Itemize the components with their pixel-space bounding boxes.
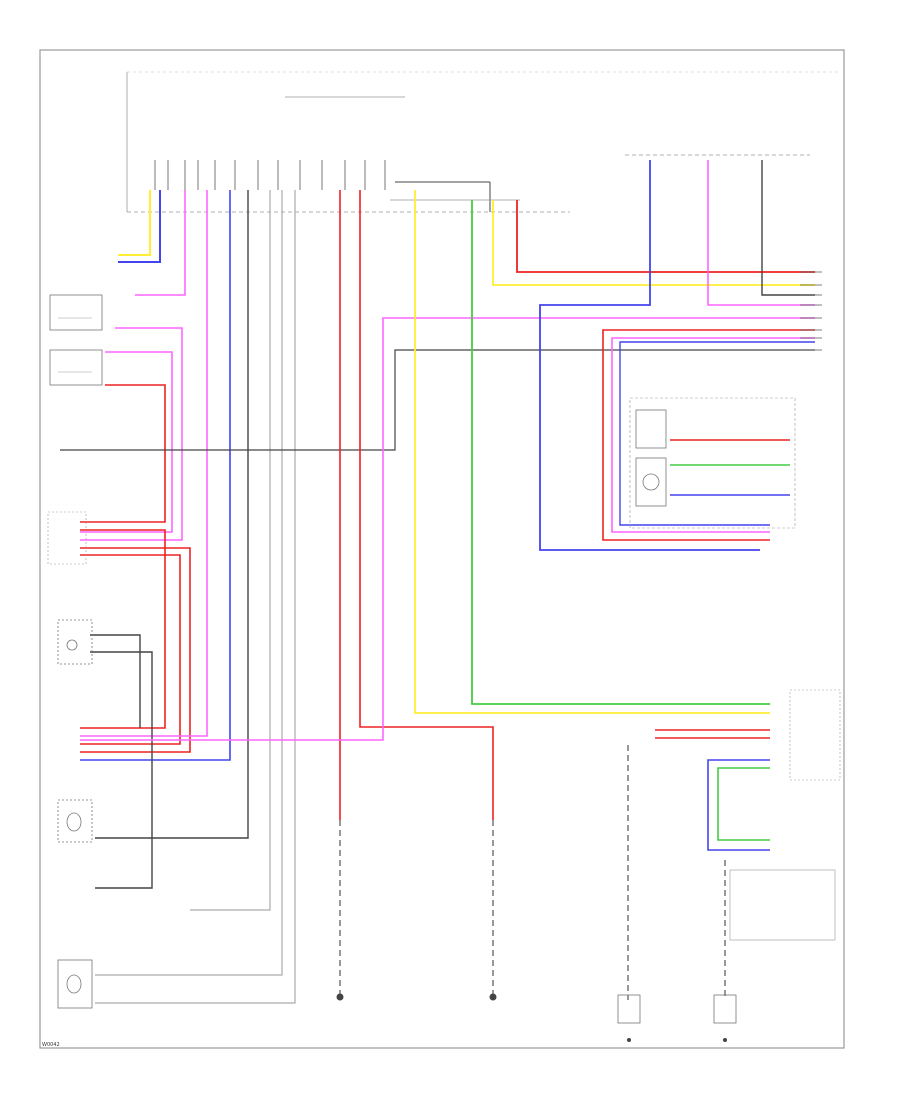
wire-yellow-a	[118, 190, 151, 256]
right-switch-connector	[729, 689, 841, 941]
right-rear-ground	[489, 993, 497, 1001]
wire-gray-a	[190, 190, 271, 911]
wire-green-lower-right	[717, 767, 770, 841]
fuse-block-region	[126, 71, 840, 213]
wire-red-right-unit	[602, 329, 815, 541]
wire-black-horizontal	[60, 349, 815, 451]
wire-blue-right-unit	[619, 341, 815, 526]
wire-blue-trunk	[80, 190, 231, 761]
wire-blue-a	[118, 190, 161, 263]
wire-red-d	[80, 529, 166, 729]
wire-black-c	[90, 651, 153, 889]
right-seat-heater-unit	[629, 397, 796, 529]
wire-pink-b	[80, 327, 183, 541]
driver-seat-heater-unit	[47, 511, 87, 565]
wire-green-long	[471, 200, 770, 705]
wire-gray-b	[95, 190, 283, 976]
lower-switch-b	[713, 994, 737, 1042]
seat-position-switch	[49, 349, 103, 386]
top-pin-stubs	[154, 160, 386, 190]
right-edge-pins	[800, 271, 822, 351]
wire-red-b	[80, 547, 191, 753]
wire-black-a	[95, 190, 249, 839]
rear-seat-connector	[57, 959, 93, 1009]
wire-pink-long	[80, 317, 815, 741]
left-rear-ground	[336, 993, 344, 1001]
wire-yellow-long	[414, 190, 770, 714]
seatback-heater-left	[57, 799, 93, 843]
right-seat-cushion-heater	[635, 409, 667, 449]
wire-pink-c	[80, 351, 173, 533]
seat-lumbar-switch	[49, 294, 103, 331]
wire-black-b	[90, 634, 141, 728]
wire-pink-trunk	[80, 190, 208, 737]
wire-red-right	[516, 200, 815, 273]
wire-blue-right-drop	[539, 160, 760, 551]
diagram-frame	[39, 49, 845, 1049]
wire-pink-right-drop	[707, 160, 815, 306]
wire-red-c	[80, 554, 181, 745]
cushion-heater-left	[57, 619, 93, 665]
figure-label: W0042	[42, 1042, 60, 1048]
wire-red-rear-right	[359, 190, 494, 820]
wire-blue-lower-right	[707, 759, 770, 851]
ground-wires	[339, 745, 726, 1000]
right-seatback-heater	[635, 457, 667, 507]
wire-red-a	[80, 384, 166, 523]
lower-switch-a	[617, 994, 641, 1042]
wire-pink-a	[135, 190, 186, 296]
wire-black-right-drop	[761, 160, 815, 296]
wire-pink-right-unit	[611, 337, 815, 533]
wire-gray-c	[95, 190, 296, 1004]
